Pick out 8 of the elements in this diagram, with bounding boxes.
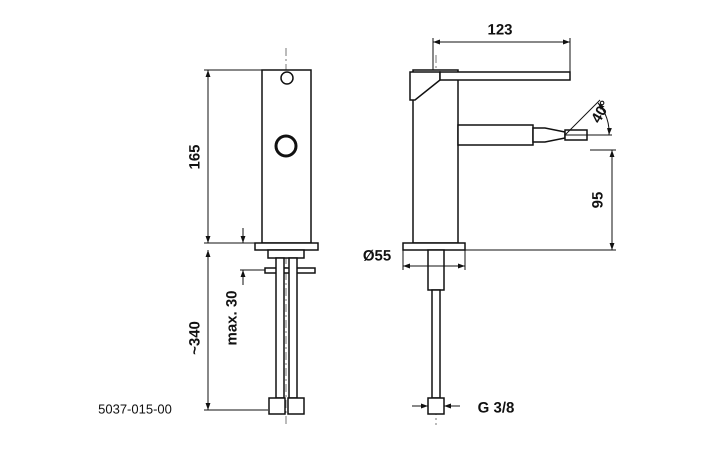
dimension-label: G 3/8 — [478, 400, 514, 416]
dimension-label: 165 — [188, 144, 202, 170]
part-number: 5037-015-00 — [98, 402, 172, 416]
dimension-label: max. 30 — [224, 290, 240, 346]
dimension-label: ~340 — [188, 321, 202, 355]
dimension-label: Ø55 — [362, 248, 392, 264]
dimension-label: 95 — [590, 192, 606, 208]
dimension-label: 123 — [487, 22, 513, 38]
